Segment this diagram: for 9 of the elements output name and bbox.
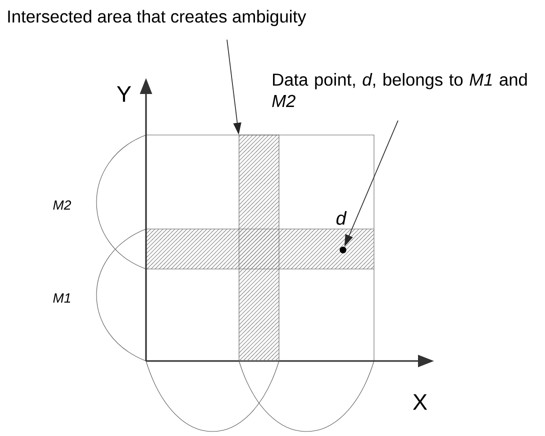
- annotation-text: Data point, d, belongs to M1 and M2: [272, 73, 527, 107]
- axis-label: X: [412, 394, 428, 410]
- axis-label: Y: [116, 86, 132, 102]
- hatched-band: [238, 134, 280, 362]
- data-point: [340, 246, 346, 254]
- point-label: d: [336, 211, 347, 225]
- curve-label: M2: [53, 200, 72, 210]
- curve-label: M1: [53, 293, 70, 303]
- annotation-text: Intersected area that creates ambiguity: [8, 10, 306, 26]
